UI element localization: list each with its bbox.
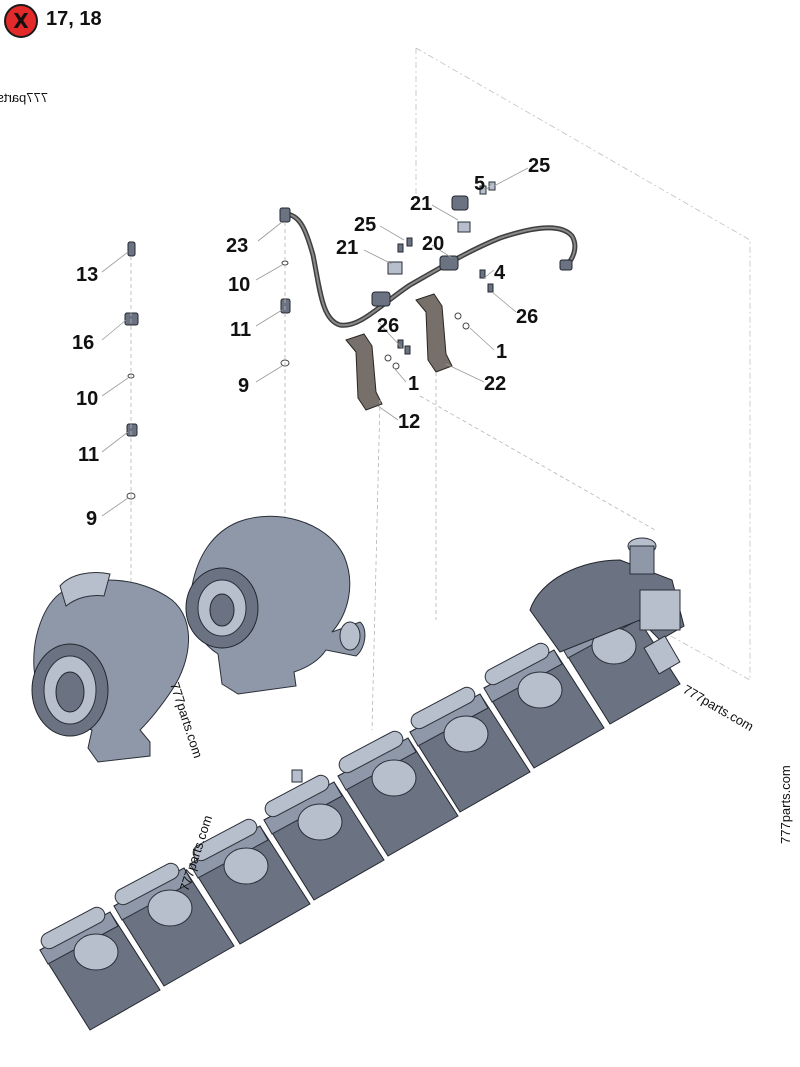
support-bracket-12 [345, 333, 383, 411]
turbocharger-left [31, 572, 189, 763]
left-fitting-stack [124, 241, 139, 640]
manifold-segment [483, 642, 605, 769]
line-clamps [371, 221, 471, 307]
callout-22: 22 [484, 373, 506, 395]
callout-25: 25 [354, 214, 376, 236]
turbocharger-right [185, 515, 366, 695]
callout-10: 10 [228, 274, 250, 296]
callout-labels: 25 5 21 25 21 20 23 4 10 26 11 26 1 9 1 … [72, 155, 550, 530]
callout-25: 25 [528, 155, 550, 177]
callout-26: 26 [377, 315, 399, 337]
callout-13: 13 [76, 264, 98, 286]
callout-5: 5 [474, 173, 485, 195]
pipe-end-fitting [279, 207, 291, 223]
manifold-segment [409, 686, 531, 813]
manifold-segment [189, 818, 311, 945]
not-shown-parts-label: 17, 18 [46, 8, 102, 30]
manifold-outlet-housing [529, 537, 685, 675]
callout-20: 20 [422, 233, 444, 255]
leader-lines [101, 167, 656, 731]
callout-26: 26 [516, 306, 538, 328]
callout-12: 12 [398, 411, 420, 433]
callout-4: 4 [494, 262, 506, 284]
manifold-segment [337, 730, 459, 857]
callout-1: 1 [496, 341, 507, 363]
watermark: 777parts.com [778, 765, 793, 844]
callout-16: 16 [72, 332, 94, 354]
watermark: 777parts.com [167, 680, 206, 760]
callout-1: 1 [408, 373, 419, 395]
manifold-segment [113, 862, 235, 987]
not-shown-x-icon: X [4, 4, 38, 38]
mid-fitting-stack [280, 222, 291, 560]
support-bracket-22 [415, 293, 453, 373]
sensor-fitting [451, 181, 496, 211]
assembly-frame [415, 47, 751, 681]
callout-9: 9 [86, 508, 97, 530]
callout-9: 9 [238, 375, 249, 397]
callout-21: 21 [410, 193, 432, 215]
callout-10: 10 [76, 388, 98, 410]
manifold-segment [39, 906, 161, 1031]
watermark: 777parts.com [681, 682, 757, 734]
callout-21: 21 [336, 237, 358, 259]
pipe-end-fitting [559, 259, 573, 271]
manifold-segment [263, 769, 385, 901]
callout-23: 23 [226, 235, 248, 257]
exhaust-manifold [39, 537, 685, 1031]
callout-11: 11 [78, 444, 99, 466]
watermark-mirrored: 777parts [0, 90, 48, 105]
callout-11: 11 [230, 319, 251, 341]
